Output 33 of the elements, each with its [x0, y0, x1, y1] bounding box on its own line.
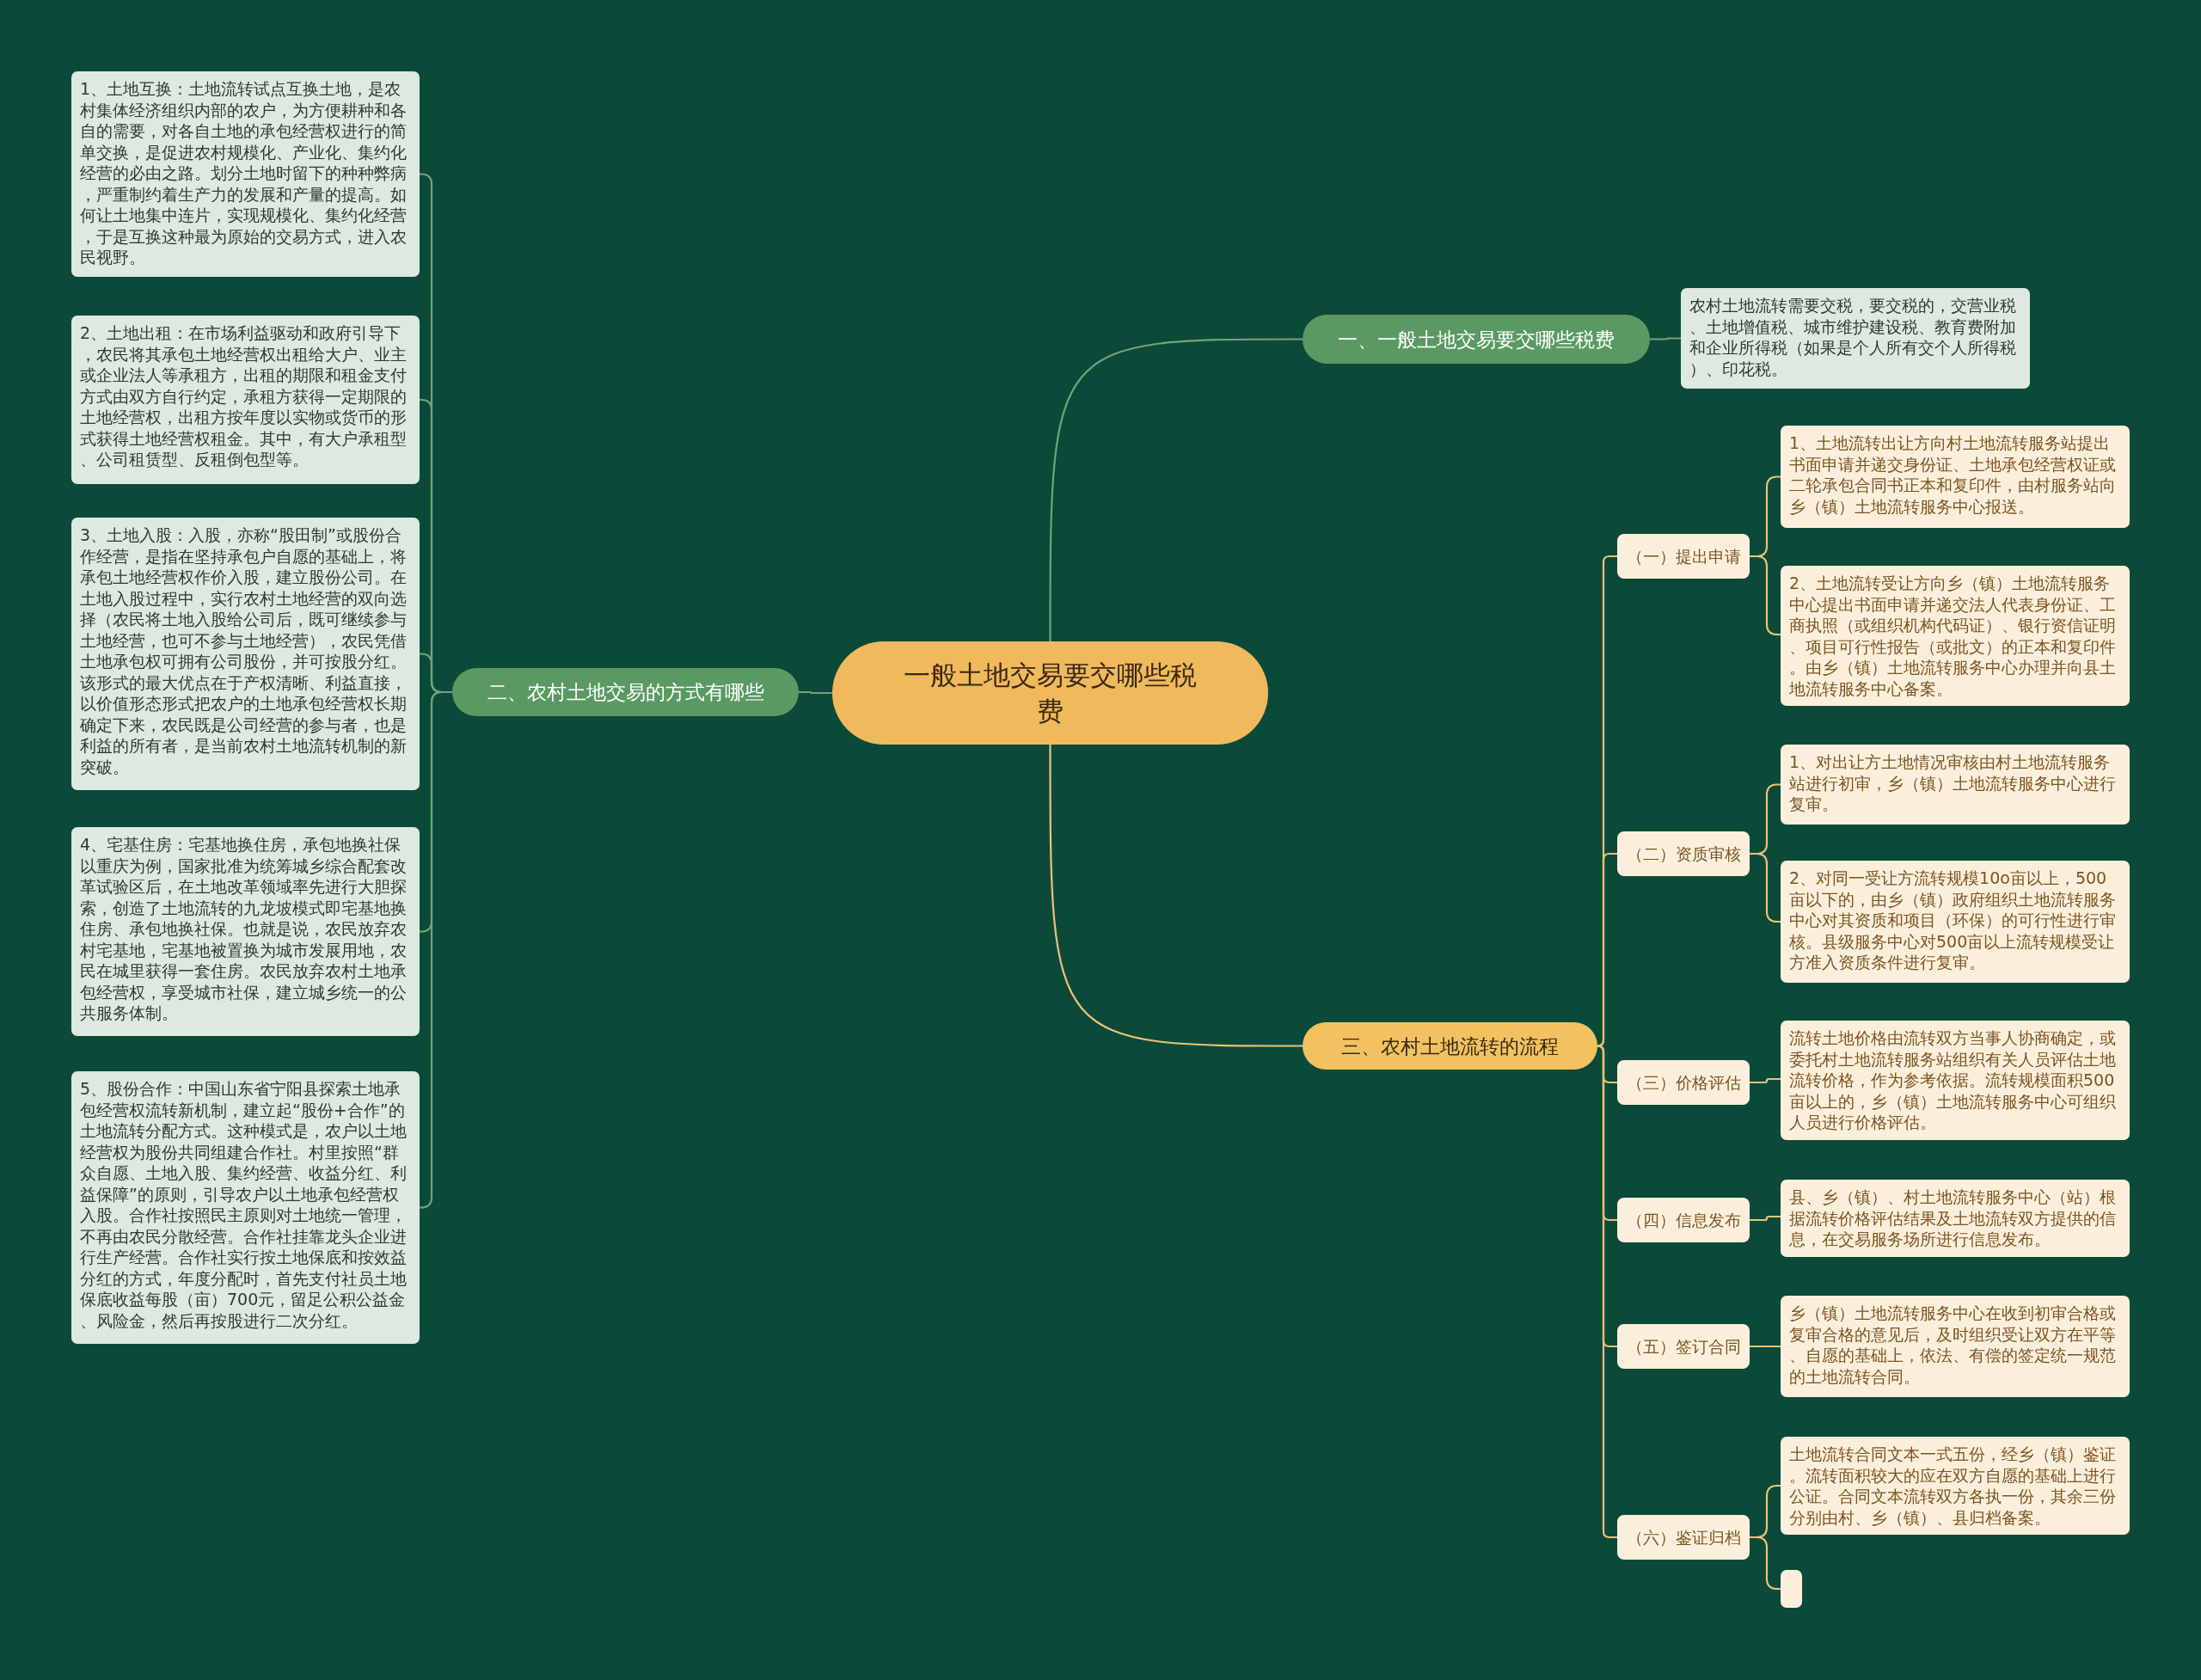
detail-card: 2、对同一受让方流转规模10o亩以上，500亩以下的，由乡（镇）政府组织土地流转服务中心对其资质和项目（环保）的可行性进行审核。县级服务中心对500亩以上流转规模受让方准入资质条件进行复审。 [1781, 861, 2130, 983]
step-topic: （六）鉴证归档 [1617, 1515, 1750, 1560]
central-topic: 一般土地交易要交哪些税费 [832, 641, 1268, 745]
step-topic: （一）提出申请 [1617, 534, 1750, 579]
detail-card: 县、乡（镇）、村土地流转服务中心（站）根据流转价格评估结果及土地流转双方提供的信息，在交易服务场所进行信息发布。 [1781, 1180, 2130, 1257]
detail-card: 3、土地入股：入股，亦称“股田制”或股份合作经营，是指在坚持承包户自愿的基础上，将承包土地经营权作价入股，建立股份公司。在土地入股过程中，实行农村土地经营的双向选择（农民将土地入股给公司后，既可继续参与土地经营，也可不参与土地经营），农民凭借土地承包权可拥有公司股份，并可按股分红。该形式的最大优点在于产权清晰、利益直接，以价值形态形式把农户的土地承包经营权长期确定下来，农民既是公司经营的参与者，也是利益的所有者，是当前农村土地流转机制的新突破。 [71, 518, 420, 790]
detail-card: 土地流转合同文本一式五份，经乡（镇）鉴证。流转面积较大的应在双方自愿的基础上进行公证。合同文本流转双方各执一份，其余三份分别由村、乡（镇）、县归档备案。 [1781, 1437, 2130, 1535]
detail-card: 农村土地流转需要交税，要交税的，交营业税、土地增值税、城市维护建设税、教育费附加和企业所得税（如果是个人所有交个人所得税）、印花税。 [1681, 288, 2030, 389]
connector-line [799, 690, 832, 695]
step-topic: （二）资质审核 [1617, 831, 1750, 876]
branch-topic: 二、农村土地交易的方式有哪些 [452, 668, 799, 716]
detail-card: 乡（镇）土地流转服务中心在收到初审合格或复审合格的意见后，及时组织受让双方在平等、自愿的基础上，依法、有偿的签定统一规范的土地流转合同。 [1781, 1296, 2130, 1397]
step-topic: （五）签订合同 [1617, 1324, 1750, 1369]
detail-card: 1、对出让方土地情况审核由村土地流转服务站进行初审，乡（镇）土地流转服务中心进行复审。 [1781, 745, 2130, 825]
connector-line [1049, 745, 1303, 1047]
connector-line [1750, 1215, 1781, 1222]
detail-card: 5、股份合作：中国山东省宁阳县探索土地承包经营权流转新机制，建立起“股份+合作”的土地流转分配方式。这种模式是，农户以土地经营权为股份共同组建合作社。村里按照“群众自愿、土地入股、集约经营、收益分红、利益保障”的原则，引导农户以土地承包经营权入股。合作社按照民主原则对土地统一管理，不再由农民分散经营。合作社挂靠龙头企业进行生产经营。合作社实行按土地保底和按效益分红的方式，年度分配时，首先支付社员土地保底收益每股（亩）700元，留足公积公益金、风险金，然后再按股进行二次分红。 [71, 1071, 420, 1344]
detail-card: 1、土地流转出让方向村土地流转服务站提出书面申请并递交身份证、土地承包经营权证或二轮承包合同书正本和复印件，由村服务站向乡（镇）土地流转服务中心报送。 [1781, 426, 2130, 528]
step-topic: （三）价格评估 [1617, 1060, 1750, 1105]
connector-line [1750, 1077, 1781, 1084]
step-topic: （四）信息发布 [1617, 1198, 1750, 1242]
detail-card: 1、土地互换：土地流转试点互换土地，是农村集体经济组织内部的农户，为方便耕种和各自的需要，对各自土地的承包经营权进行的简单交换，是促进农村规模化、产业化、集约化经营的必由之路。划分土地时留下的种种弊病，严重制约着生产力的发展和产量的提高。如何让土地集中连片，实现规模化、集约化经营，于是互换这种最为原始的交易方式，进入农民视野。 [71, 71, 420, 277]
detail-card: 流转土地价格由流转双方当事人协商确定，或委托村土地流转服务站组织有关人员评估土地流转价格，作为参考依据。流转规模面积500亩以上的，乡（镇）土地流转服务中心可组织人员进行价格评估。 [1781, 1021, 2130, 1140]
empty-topic-box [1781, 1570, 1802, 1608]
branch-topic: 一、一般土地交易要交哪些税费 [1303, 315, 1650, 364]
detail-card: 2、土地流转受让方向乡（镇）土地流转服务中心提出书面申请并递交法人代表身份证、工商执照（或组织机构代码证）、银行资信证明、项目可行性报告（或批文）的正本和复印件。由乡（镇）土地流转服务中心办理并向县土地流转服务中心备案。 [1781, 566, 2130, 706]
branch-topic: 三、农村土地流转的流程 [1303, 1022, 1597, 1070]
detail-card: 4、宅基住房：宅基地换住房，承包地换社保以重庆为例，国家批准为统筹城乡综合配套改革试验区后，在土地改革领域率先进行大胆探索，创造了土地流转的九龙坡模式即宅基地换住房、承包地换社保。也就是说，农民放弃农村宅基地，宅基地被置换为城市发展用地，农民在城里获得一套住房。农民放弃农村土地承包经营权，享受城市社保，建立城乡统一的公共服务体制。 [71, 827, 420, 1036]
connector-line [1596, 852, 1617, 1047]
detail-card: 2、土地出租：在市场利益驱动和政府引导下，农民将其承包土地经营权出租给大户、业主或企业法人等承租方，出租的期限和租金支付方式由双方自行约定，承租方获得一定期限的土地经营权，出租方按年度以实物或货币的形式获得土地经营权租金。其中，有大户承租型、公司租赁型、反租倒包型等。 [71, 316, 420, 484]
connector-line [1049, 338, 1303, 641]
connector-line [1650, 337, 1681, 340]
connector-line [1750, 1345, 1781, 1348]
